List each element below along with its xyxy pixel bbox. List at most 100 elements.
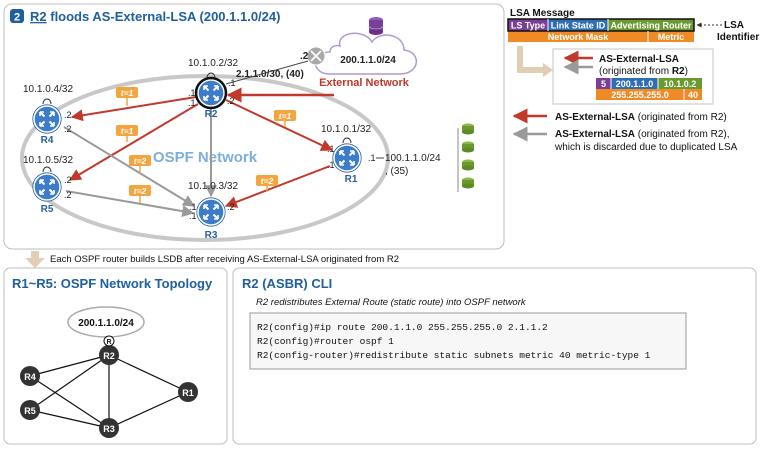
inset-origin-label: (originated from R2) (599, 66, 688, 77)
router-r1-loopback: 10.1.0.1/32 (321, 124, 371, 135)
ospf-network-label: OSPF Network (153, 149, 258, 166)
lsa-field-metric: Metric (658, 32, 685, 42)
loopback-icon (206, 72, 216, 79)
external-link-line (225, 60, 309, 85)
lsa-arrow-r5-r3-discarded (65, 190, 195, 218)
database-icon (368, 17, 384, 35)
lsa-message-title: LSA Message (510, 8, 575, 19)
external-router-icon (306, 46, 326, 66)
lsa-arrow-r1-r3 (224, 165, 331, 208)
r1-if: .1 (327, 160, 335, 170)
external-network-label: External Network (319, 77, 410, 89)
lsa-value-ls-type: 5 (601, 79, 606, 89)
router-r4[interactable] (31, 103, 63, 135)
external-network-cloud (314, 32, 417, 75)
topology-link (108, 391, 189, 429)
time-tag: t=1 (116, 125, 138, 142)
server-icon (462, 123, 474, 135)
router-r3[interactable] (195, 196, 227, 228)
inset-lsa-label: AS-External-LSA (599, 54, 679, 65)
r2-if: .1 (228, 78, 236, 88)
server-icon (462, 177, 474, 189)
router-r3-label: R3 (205, 230, 218, 241)
cli-line: R2(config)#ip route 200.1.1.0 255.255.25… (257, 322, 548, 333)
time-tag: t=2 (256, 175, 278, 192)
legend-item-red: AS-External-LSA (originated from R2) (555, 112, 727, 123)
cli-subtitle: R2 redistributes External Route (static … (256, 297, 527, 308)
router-r2-loopback: 10.1.0.2/32 (188, 58, 238, 69)
cli-code-box (249, 312, 687, 370)
svg-text:t=1: t=1 (279, 111, 292, 121)
router-r4-loopback: 10.1.0.4/32 (23, 84, 73, 95)
r2-if: .2 (227, 96, 235, 106)
lsa-value-link-state-id: 200.1.1.0 (616, 79, 654, 89)
router-r5-loopback: 10.1.0.5/32 (23, 155, 73, 166)
r3-if: .1 (189, 211, 197, 221)
lsa-arrow-r2-r5 (68, 103, 199, 181)
topology-prefix: 200.1.1.0/24 (78, 318, 134, 329)
r1-stub-metric: , (35) (385, 166, 408, 177)
topology-node-r5[interactable]: R5 (20, 400, 40, 420)
svg-text:t=1: t=1 (121, 88, 134, 98)
r1-stub-if: .1 (368, 153, 376, 163)
external-link-label: 2.1.1.0/30, (40) (236, 69, 304, 80)
svg-text:t=1: t=1 (121, 126, 134, 136)
router-r2-label: R2 (205, 109, 218, 120)
svg-text:R5: R5 (24, 406, 36, 416)
topology-node-r1[interactable]: R1 (178, 382, 198, 402)
step-badge (10, 9, 24, 23)
loopback-icon (42, 98, 52, 105)
lsa-identifier-label-1: LSA (724, 20, 744, 31)
r5-if: .2 (64, 190, 72, 200)
lsa-identifier-label-2: Identifier (717, 32, 759, 43)
r3-if: .1 (189, 202, 197, 212)
r3-if: .2 (227, 202, 235, 212)
external-link-if: .2 (300, 51, 309, 62)
lsa-field-link-state-id: Link State ID (551, 21, 606, 31)
topology-node-r3[interactable]: R3 (99, 418, 119, 438)
time-tag: t=1 (274, 110, 296, 127)
down-arrow-icon (25, 251, 45, 268)
svg-text:t=2: t=2 (261, 176, 274, 186)
cli-line: R2(config-router)#redistribute static su… (257, 350, 651, 361)
r2-if: .1 (188, 88, 196, 98)
router-r1-label: R1 (345, 174, 358, 185)
svg-text:R2: R2 (103, 351, 115, 361)
r1-stub-prefix: 100.1.1.0/24 (385, 153, 441, 164)
router-r5[interactable] (31, 171, 63, 203)
server-icon (462, 159, 474, 171)
topology-title: R1~R5: OSPF Network Topology (12, 276, 213, 291)
topology-link (29, 375, 110, 429)
svg-text:R3: R3 (103, 424, 115, 434)
topology-node-r2[interactable]: R2 (99, 345, 119, 365)
router-r2[interactable] (194, 76, 228, 110)
top-panel (3, 3, 505, 250)
lsa-arrow-r4-r3-discarded (63, 126, 196, 207)
server-icon (462, 141, 474, 153)
lsa-field-ls-type: LS Type (511, 21, 545, 31)
transition-text: Each OSPF router builds LSDB after recei… (50, 254, 399, 265)
elbow-arrow (517, 46, 544, 73)
lsa-format-header (507, 18, 695, 42)
svg-text:R1: R1 (182, 388, 194, 398)
time-tag: t=2 (129, 155, 151, 172)
lsa-value-metric: 40 (688, 90, 698, 100)
router-r1[interactable] (331, 142, 363, 174)
legend-item-gray-line2: which is discarded due to duplicated LSA (554, 142, 738, 153)
title-r2: R2 (30, 9, 47, 24)
lsa-value-adv-router: 10.1.0.2 (664, 79, 697, 89)
lsa-value-network-mask: 255.255.255.0 (611, 90, 669, 100)
topology-node-r4[interactable]: R4 (20, 366, 40, 386)
svg-text:t=2: t=2 (134, 186, 147, 196)
lsa-arrow-r2-r4 (70, 96, 197, 122)
external-prefix: 200.1.1.0/24 (340, 55, 396, 66)
ospf-area-ellipse (20, 74, 390, 242)
topology-link (29, 409, 110, 429)
elbow-arrowhead (543, 63, 553, 77)
r1-if: .1 (327, 144, 335, 154)
topology-link (108, 354, 189, 393)
cli-line: R2(config)#router ospf 1 (257, 336, 394, 347)
topology-r-badge: R (103, 335, 115, 347)
svg-text:R4: R4 (24, 372, 36, 382)
title-rest: floods AS-External-LSA (200.1.1.0/24) (47, 9, 281, 24)
